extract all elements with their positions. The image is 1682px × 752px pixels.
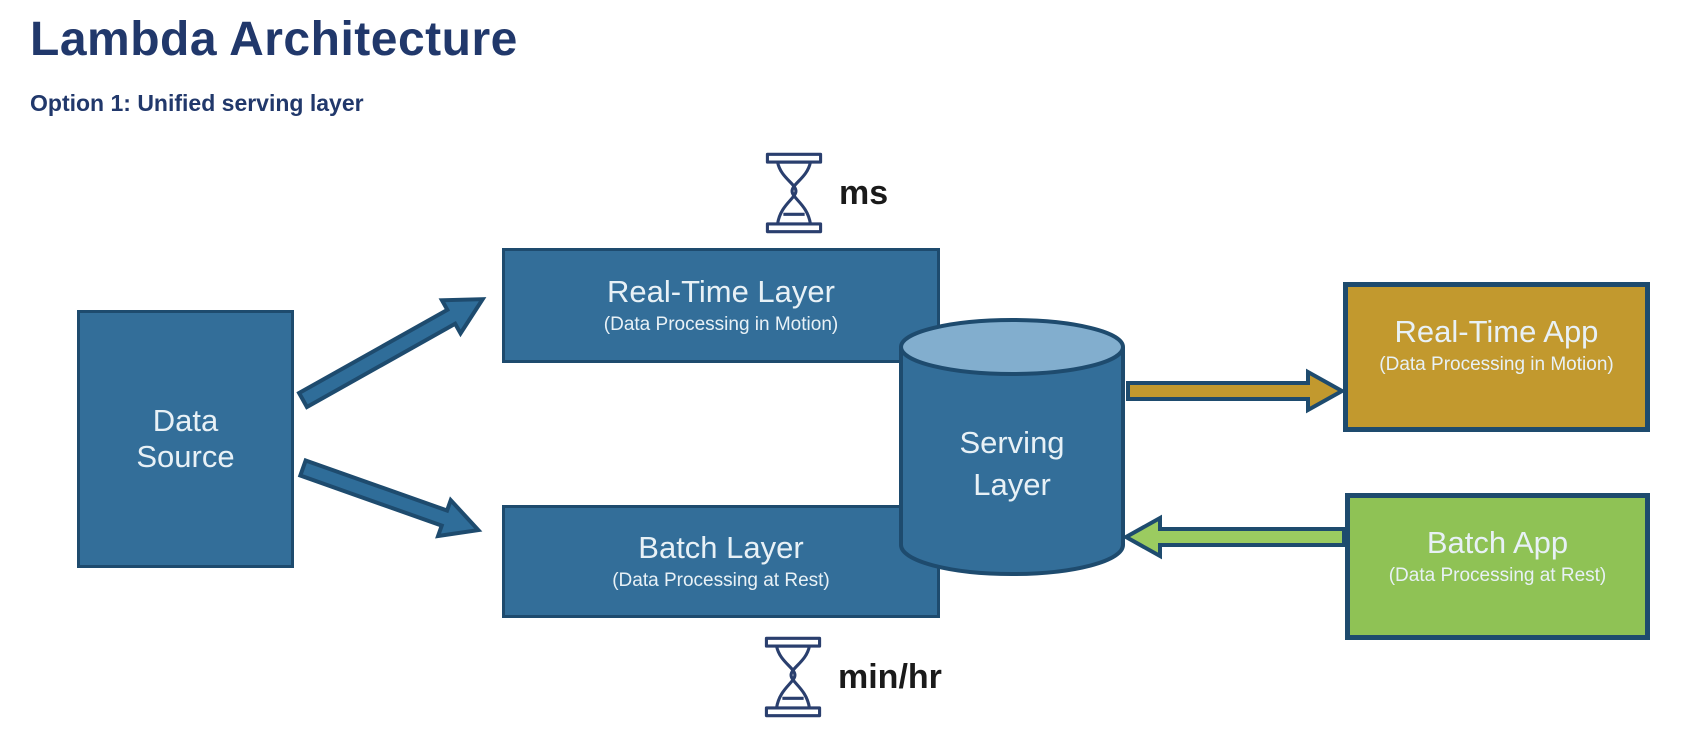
real-time-layer-sublabel: (Data Processing in Motion) <box>603 313 839 335</box>
data-source-node: Data Source <box>77 310 294 568</box>
hourglass-icon <box>764 636 822 718</box>
hourglass-icon <box>765 152 823 234</box>
batch-timing-label: min/hr <box>838 657 942 696</box>
batch-app-sublabel: (Data Processing at Rest) <box>1388 564 1607 586</box>
real-time-app-node: Real-Time App (Data Processing in Motion… <box>1343 282 1650 432</box>
batch-app-label: Batch App <box>1426 524 1569 560</box>
real-time-app-label: Real-Time App <box>1394 314 1599 350</box>
batch-app-node: Batch App (Data Processing at Rest) <box>1345 493 1650 640</box>
real-time-timing-label: ms <box>839 173 889 212</box>
real-time-layer-label: Real-Time Layer <box>607 273 835 309</box>
batch-layer-label: Batch Layer <box>638 529 804 565</box>
real-time-timing: ms <box>765 152 888 234</box>
real-time-app-sublabel: (Data Processing in Motion) <box>1379 354 1614 375</box>
page-title: Lambda Architecture <box>30 13 518 66</box>
batch-layer-sublabel: (Data Processing at Rest) <box>612 569 830 591</box>
source-to-realtime-arrow <box>296 297 487 410</box>
database-cylinder-icon <box>899 318 1125 576</box>
serving-layer-label: Serving Layer <box>959 425 1065 502</box>
source-to-batch-arrow <box>297 457 483 539</box>
batch-layer-node: Batch Layer (Data Processing at Rest) <box>502 505 940 618</box>
page-subtitle: Option 1: Unified serving layer <box>30 90 364 116</box>
data-source-label: Data Source <box>136 403 235 474</box>
batch-timing: min/hr <box>764 636 942 718</box>
serving-to-realtime-app-arrow <box>1126 368 1347 414</box>
batch-app-to-serving-arrow <box>1121 514 1346 560</box>
real-time-layer-node: Real-Time Layer (Data Processing in Moti… <box>502 248 940 363</box>
serving-layer-node: Serving Layer <box>897 316 1127 578</box>
